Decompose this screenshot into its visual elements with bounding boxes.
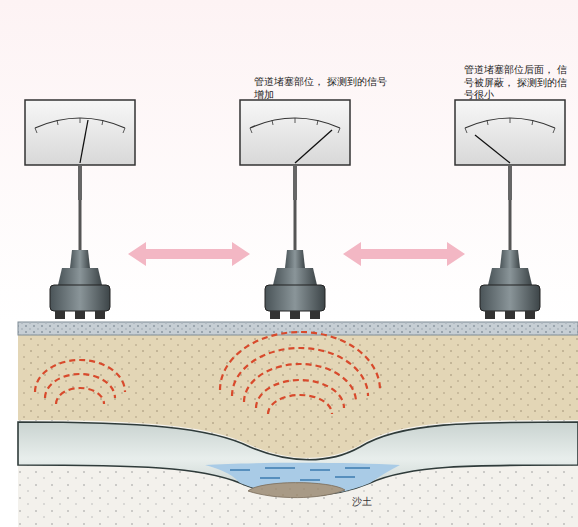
callout-note: 管道堵塞部位后面， 信号被屏蔽， 探测到的信号很小 [464,64,572,102]
material-label: 沙土 [352,496,392,509]
callout-note: 管道堵塞部位， 探测到的信号增加 [254,76,394,101]
